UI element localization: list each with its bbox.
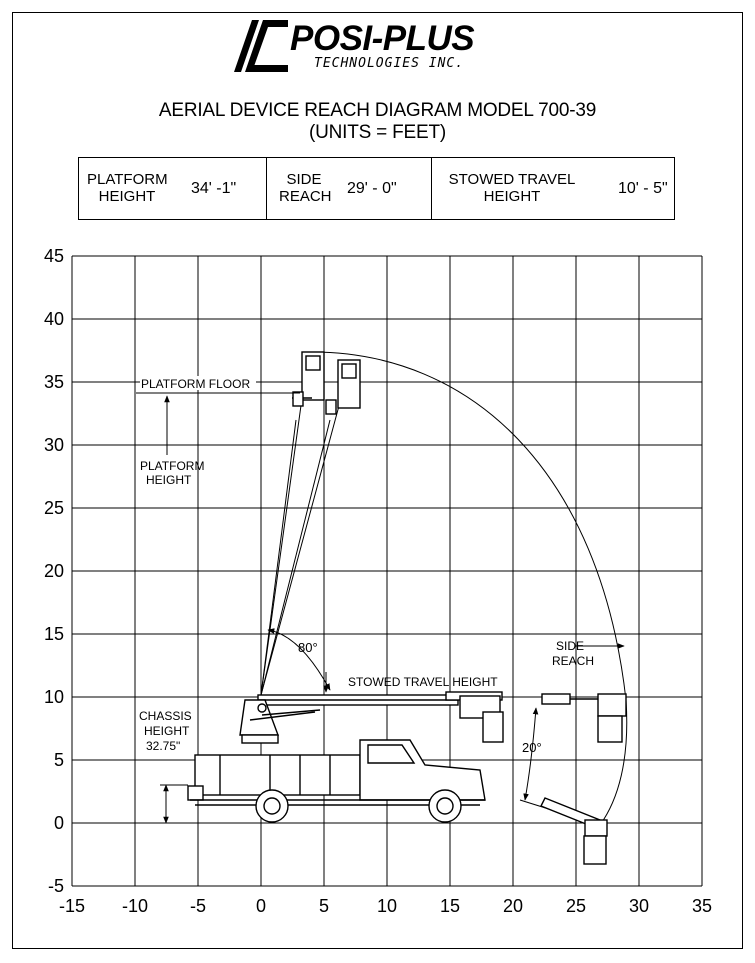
diagram-title: AERIAL DEVICE REACH DIAGRAM MODEL 700-39 [158,100,597,121]
posi-plus-logo-mark [234,20,288,72]
y-axis-ticks: 45 40 35 30 25 20 15 10 5 0 -5 [44,246,64,896]
spec-label-line: HEIGHT [483,188,541,205]
specs-table: PLATFORM HEIGHT 34' -1" SIDE REACH 29' -… [78,157,675,220]
utility-truck [187,739,486,806]
y-tick-label: 25 [44,498,64,518]
x-tick-label: 10 [377,896,397,916]
spec-side-reach: SIDE REACH 29' - 0" [266,158,431,219]
turret [239,699,321,744]
platform-side-reach [541,693,627,743]
x-tick-label: -5 [190,896,206,916]
y-tick-label: 20 [44,561,64,581]
x-tick-label: -10 [122,896,148,916]
spec-label-line: STOWED TRAVEL [448,171,576,188]
y-tick-label: 30 [44,435,64,455]
chassis-height-label-1: CHASSIS [139,709,192,723]
spec-platform-height: PLATFORM HEIGHT 34' -1" [79,158,265,219]
platform-height-label-2: HEIGHT [146,473,192,487]
spec-value: 29' - 0" [347,180,397,197]
y-tick-label: 10 [44,687,64,707]
angle-80-arc [267,628,331,691]
spec-label-line: HEIGHT [98,188,156,205]
x-tick-label: 20 [503,896,523,916]
spec-label: STOWED TRAVEL HEIGHT [442,171,582,205]
spec-label-line: SIDE [286,171,322,188]
spec-stowed-travel-height: STOWED TRAVEL HEIGHT 10' - 5" [431,158,676,219]
reach-envelope-arc [311,351,628,826]
y-tick-label: 40 [44,309,64,329]
chassis-height-label-2: HEIGHT [144,724,190,738]
side-reach-label-1: SIDE [556,639,584,653]
diagram-units: (UNITS = FEET) [308,122,447,143]
platform-floor-label: PLATFORM FLOOR [141,377,250,391]
x-tick-label: 5 [319,896,329,916]
y-tick-label: 15 [44,624,64,644]
spec-label-line: PLATFORM [87,171,168,188]
platform-height-label-1: PLATFORM [140,459,204,473]
spec-label: SIDE REACH [279,171,332,205]
platform-stowed [459,695,504,743]
angle-20-label: 20° [522,740,542,755]
chassis-height-label-3: 32.75" [146,739,180,753]
angle-20-arc [523,707,539,801]
stowed-travel-height-label: STOWED TRAVEL HEIGHT [348,675,498,689]
x-tick-label: 30 [629,896,649,916]
y-tick-label: 5 [54,750,64,770]
angle-80-label: 80° [298,640,318,655]
x-tick-label: 25 [566,896,586,916]
platform-raised-left [292,351,325,407]
x-tick-label: 15 [440,896,460,916]
spec-label-line: REACH [279,188,332,205]
platform-raised-right [325,359,361,415]
y-tick-label: -5 [48,876,64,896]
spec-value: 10' - 5" [618,180,668,197]
truck-wheels [255,789,462,823]
company-logo: POSI-PLUS TECHNOLOGIES INC. [232,18,522,76]
drawing-border [12,12,743,949]
y-tick-label: 35 [44,372,64,392]
spec-value: 34' -1" [191,180,237,197]
spec-label: PLATFORM HEIGHT [87,171,168,205]
y-tick-label: 0 [54,813,64,833]
brand-name: POSI-PLUS [290,19,475,58]
y-tick-label: 45 [44,246,64,266]
side-reach-label-2: REACH [552,654,594,668]
x-axis-ticks: -15 -10 -5 0 5 10 15 20 25 30 35 [59,896,712,916]
x-tick-label: 0 [256,896,266,916]
brand-subtitle: TECHNOLOGIES INC. [314,56,465,71]
x-tick-label: 35 [692,896,712,916]
x-tick-label: -15 [59,896,85,916]
platform-lowered [540,797,608,865]
